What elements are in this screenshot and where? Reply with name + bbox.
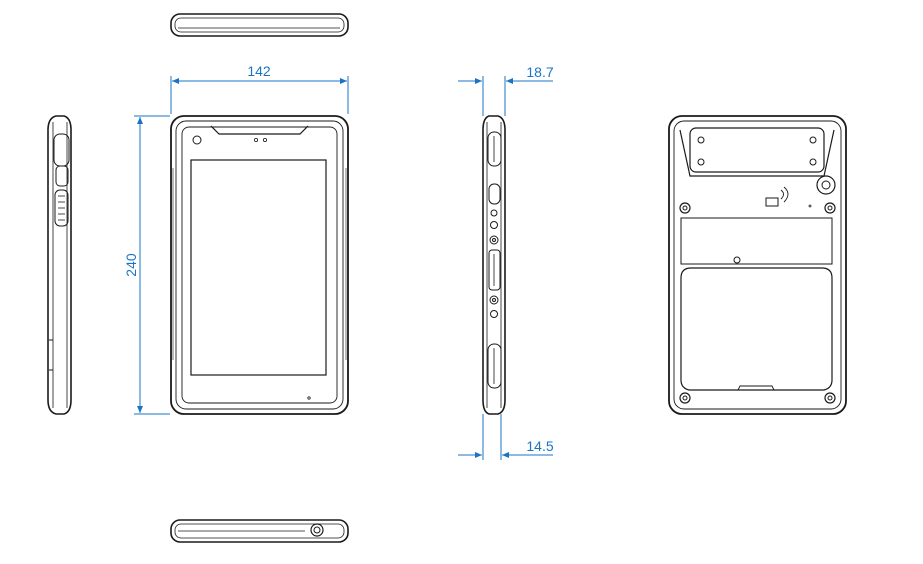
dimension-width-label: 142 xyxy=(247,63,271,79)
bottom-view xyxy=(171,520,348,542)
dimension-width: 142 xyxy=(171,63,348,114)
right-side-view xyxy=(483,116,505,414)
dimension-thickness-min-label: 14.5 xyxy=(526,438,553,454)
dimension-thickness-min: 14.5 xyxy=(458,414,554,460)
dimension-height: 240 xyxy=(123,116,170,414)
top-view xyxy=(171,14,348,36)
front-view xyxy=(171,116,348,414)
left-side-view xyxy=(48,116,71,414)
dimension-height-label: 240 xyxy=(123,253,139,277)
dimension-thickness-max-label: 18.7 xyxy=(526,64,553,80)
dimension-thickness-max: 18.7 xyxy=(458,64,554,116)
back-view xyxy=(669,116,846,414)
